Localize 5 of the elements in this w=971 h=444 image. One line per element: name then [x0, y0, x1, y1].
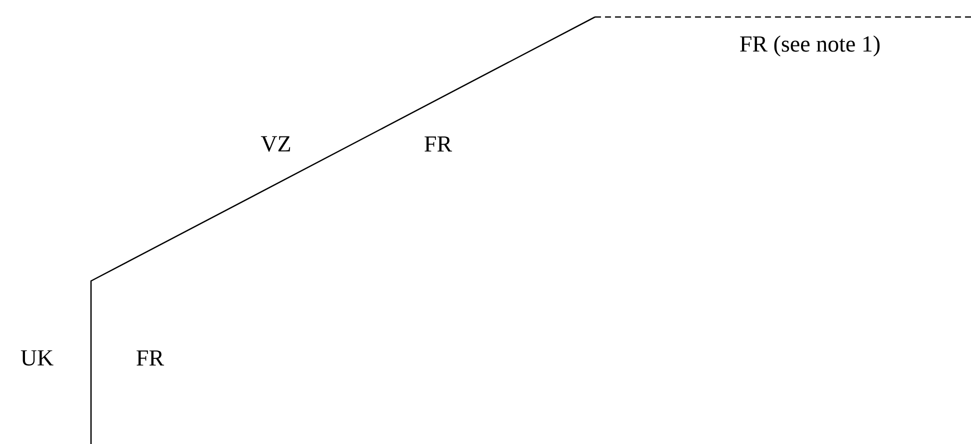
region-label: VZ [260, 136, 290, 152]
region-label: FR [424, 136, 452, 152]
region-label: UK [20, 350, 54, 366]
region-label: FR (see note 1) [740, 36, 880, 56]
region-label: FR [136, 350, 164, 366]
